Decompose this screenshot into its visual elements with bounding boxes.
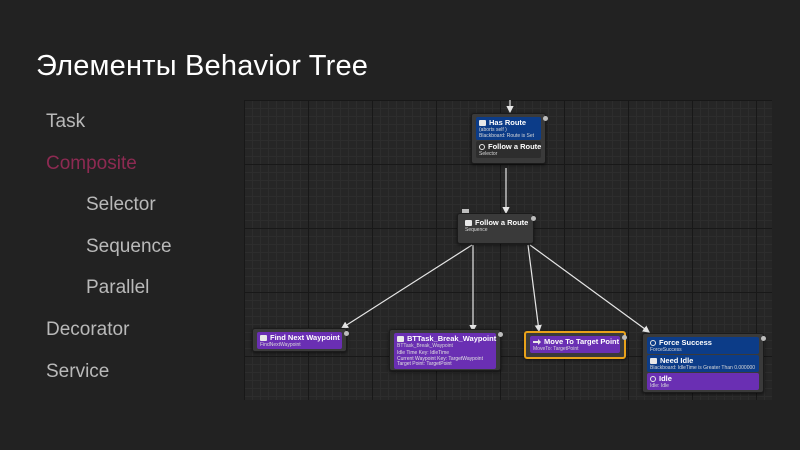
decorator-title: Has Route [489, 118, 527, 127]
idle-task[interactable]: Idle Idle: Idle [647, 373, 759, 390]
node-title: Find Next Waypoint [270, 333, 340, 342]
force-success-icon [650, 339, 656, 346]
task-icon [397, 335, 404, 342]
node-subtitle: BTTask_Break_Waypoint [397, 343, 453, 349]
wait-icon [650, 375, 656, 382]
move-arrow-icon [533, 338, 541, 345]
has-route-decorator[interactable]: Has Route (aborts self ) Blackboard: Rou… [476, 117, 541, 140]
slide-title: Элементы Behavior Tree [36, 50, 369, 82]
decorator-line: Blackboard: IdleTime is Greater Than 0.0… [650, 365, 756, 371]
decorator-title: Need Idle [660, 356, 694, 365]
node-title: BTTask_Break_Waypoint [407, 334, 497, 343]
selector-icon [479, 143, 485, 150]
node-subtitle: Idle: Idle [650, 383, 669, 389]
node-subtitle: ForceSuccess [650, 347, 682, 353]
output-pin [344, 331, 349, 336]
blackboard-icon [650, 357, 657, 364]
break-waypoint-details: Idle Time Key: IdleTime Current Waypoint… [397, 349, 493, 368]
force-success-node[interactable]: Force Success ForceSuccess Need Idle Bla… [642, 333, 766, 393]
selector-body[interactable]: Follow a Route Selector [476, 141, 541, 158]
node-title: Idle [659, 374, 672, 383]
edge-sequence-force [529, 244, 650, 333]
output-pin [761, 336, 766, 341]
move-to-target-node[interactable]: Move To Target Point MoveTo: TargetPoint [524, 331, 627, 359]
task-icon [260, 334, 267, 341]
output-pin [622, 335, 627, 340]
find-next-waypoint-node[interactable]: Find Next Waypoint FindNextWaypoint [252, 328, 349, 352]
output-pin [531, 216, 536, 221]
node-title: Move To Target Point [544, 337, 620, 346]
root-selector-node[interactable]: Has Route (aborts self ) Blackboard: Rou… [471, 113, 548, 164]
sequence-node[interactable]: Follow a Route Sequence [457, 209, 536, 244]
blackboard-icon [479, 119, 486, 126]
decorator-line: (aborts self ) [479, 127, 507, 133]
bullet-task: Task [46, 111, 86, 132]
behavior-tree-graph[interactable]: Has Route (aborts self ) Blackboard: Rou… [244, 100, 772, 400]
node-title: Force Success [659, 338, 712, 347]
bullet-parallel: Parallel [86, 277, 150, 299]
edge-sequence-move [527, 244, 542, 333]
edge-sequence-find [340, 244, 473, 329]
need-idle-decorator[interactable]: Need Idle Blackboard: IdleTime is Greate… [647, 355, 759, 372]
move-to-task[interactable]: Move To Target Point MoveTo: TargetPoint [530, 336, 620, 353]
node-subtitle: Sequence [465, 227, 488, 233]
bullet-list: Task Composite Selector Sequence Paralle… [46, 110, 172, 401]
break-waypoint-task[interactable]: BTTask_Break_Waypoint BTTask_Break_Waypo… [394, 333, 496, 369]
node-title: Follow a Route [488, 142, 542, 151]
output-pin [498, 332, 503, 337]
node-title: Follow a Route [475, 218, 529, 227]
detail-line: Target Point: TargetPoint [397, 361, 452, 368]
node-subtitle: MoveTo: TargetPoint [533, 346, 579, 352]
break-waypoint-node[interactable]: BTTask_Break_Waypoint BTTask_Break_Waypo… [389, 329, 503, 371]
tree-edges [340, 100, 650, 333]
detail-line: Idle Time Key: IdleTime [397, 350, 450, 356]
bullet-decorator: Decorator [46, 318, 130, 340]
find-next-waypoint-task[interactable]: Find Next Waypoint FindNextWaypoint [257, 332, 342, 349]
sequence-icon [465, 219, 472, 226]
bullet-composite: Composite [46, 152, 137, 174]
detail-line: Current Waypoint Key: TargetWaypoint [397, 355, 483, 362]
bullet-service: Service [46, 360, 110, 382]
force-success-decorator[interactable]: Force Success ForceSuccess [647, 337, 759, 354]
node-subtitle: FindNextWaypoint [260, 342, 301, 348]
node-subtitle: Selector [479, 151, 498, 157]
sequence-body[interactable]: Follow a Route Sequence [462, 217, 529, 234]
bullet-selector: Selector [86, 194, 156, 216]
input-pin [462, 209, 469, 213]
decorator-line: Blackboard: Route is Set [479, 133, 535, 139]
bullet-sequence: Sequence [86, 235, 172, 257]
output-pin [543, 116, 548, 121]
